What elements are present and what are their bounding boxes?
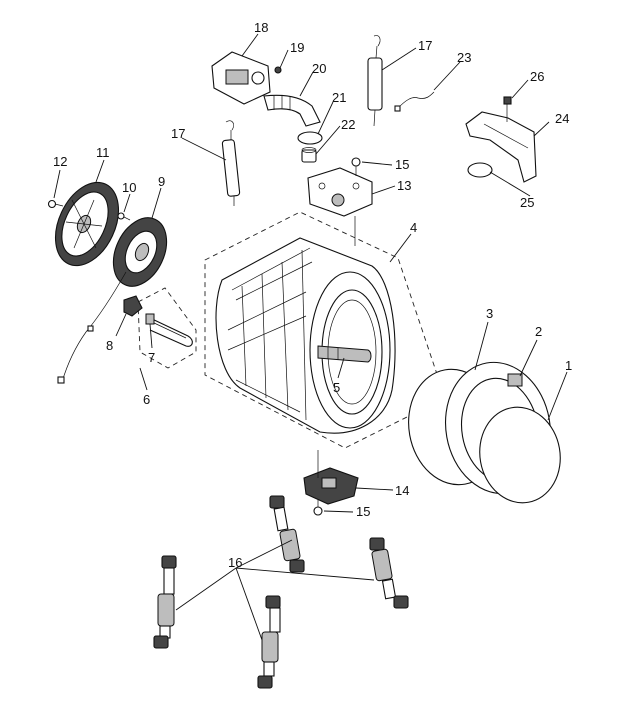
harness-clip [87, 325, 94, 332]
motor-part [112, 217, 168, 287]
callout-9: 9 [158, 174, 165, 189]
callout-25: 25 [520, 195, 534, 210]
callout-18: 18 [254, 20, 268, 35]
harness-connector [57, 376, 65, 384]
pulley-part [54, 181, 120, 267]
callout-8: 8 [106, 338, 113, 353]
pulley-bolt-part [47, 199, 64, 209]
callout-5: 5 [333, 380, 340, 395]
shock-absorber-2-part [369, 537, 409, 609]
bracket-bolt-part-bottom [313, 500, 323, 516]
bracket-bolt-part-top [351, 157, 361, 176]
callout-14: 14 [395, 483, 409, 498]
tub-upper-bracket-part [465, 111, 537, 183]
callout-20: 20 [312, 61, 326, 76]
heater-part [145, 313, 193, 347]
callout-15-top: 15 [395, 157, 409, 172]
callout-22: 22 [341, 117, 355, 132]
motor-wire-harness [61, 271, 127, 383]
drum-shaft-part [317, 345, 372, 363]
shock-absorber-1-part [269, 495, 305, 573]
callout-19: 19 [290, 40, 304, 55]
callout-11: 11 [96, 145, 110, 160]
callout-12: 12 [53, 154, 67, 169]
leader-lines [53, 33, 568, 641]
callout-4: 4 [410, 220, 417, 235]
callout-26: 26 [530, 69, 544, 84]
suspension-spring-left-part [221, 120, 241, 206]
callout-10: 10 [122, 180, 136, 195]
callout-23: 23 [457, 50, 471, 65]
top-bracket-part [307, 167, 373, 217]
callout-2: 2 [535, 324, 542, 339]
spring-clip-ring-part [467, 162, 493, 178]
wire-harness-part [397, 91, 435, 109]
callout-17-right: 17 [418, 38, 432, 53]
callout-6: 6 [143, 392, 150, 407]
upper-bracket-bolt-part [503, 96, 512, 122]
heater-group-outline [137, 287, 197, 369]
dispenser-bellows-hose-part [263, 94, 321, 127]
detergent-dispenser-housing-part [211, 51, 271, 105]
hose-clamp-part [297, 131, 323, 145]
motor-screw-part [117, 212, 131, 221]
callout-16: 16 [228, 555, 242, 570]
callout-21: 21 [332, 90, 346, 105]
suspension-spring-right-part [367, 35, 383, 127]
shock-absorber-4-part [257, 595, 281, 689]
callout-17-left: 17 [171, 126, 185, 141]
callout-13: 13 [397, 178, 411, 193]
callout-1: 1 [565, 358, 572, 373]
sensor-part [123, 295, 143, 317]
callout-7: 7 [148, 350, 155, 365]
dispenser-screw-part [274, 66, 282, 74]
hose-connector-part [301, 147, 317, 163]
bottom-bracket-part [303, 467, 359, 505]
wire-harness-connector [394, 105, 401, 112]
callout-24: 24 [555, 111, 569, 126]
gasket-clamp-part [479, 406, 561, 504]
tub-part [215, 237, 396, 434]
shock-absorber-3-part [153, 555, 177, 649]
callout-15-bottom: 15 [356, 504, 370, 519]
callout-3: 3 [486, 306, 493, 321]
